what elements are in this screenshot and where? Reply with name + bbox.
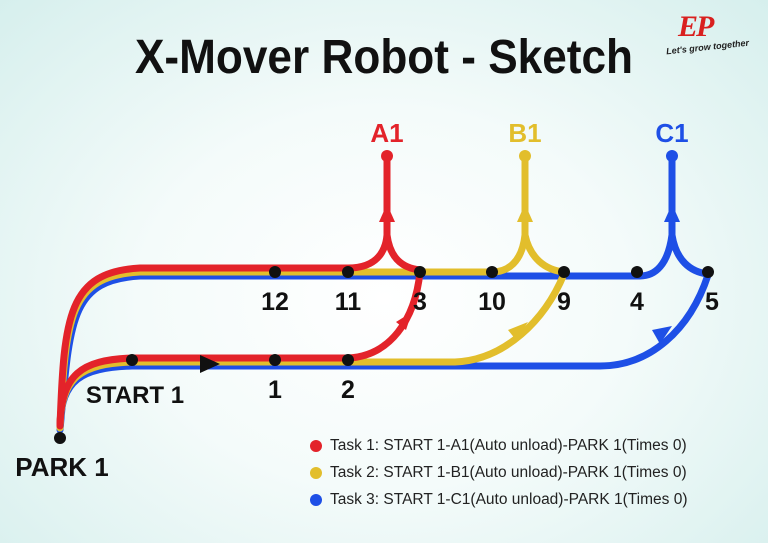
legend-text-task-1: Task 1: START 1-A1(Auto unload)-PARK 1(T… bbox=[330, 436, 687, 454]
legend-item-task-2: Task 2: START 1-B1(Auto unload)-PARK 1(T… bbox=[310, 459, 687, 486]
legend-dot-red bbox=[310, 439, 322, 452]
node-3-dot bbox=[414, 266, 426, 278]
arrow-c1-up bbox=[664, 204, 680, 222]
arrow-b1-up bbox=[517, 204, 533, 222]
yellow-branch-9 bbox=[521, 231, 568, 276]
node-4-dot bbox=[631, 266, 643, 278]
node-12-dot bbox=[269, 266, 281, 278]
node-3-label: 3 bbox=[413, 288, 427, 316]
node-5-label: 5 bbox=[705, 288, 719, 316]
blue-branch-5 bbox=[668, 231, 712, 278]
arrow-start-right bbox=[200, 355, 220, 373]
red-lower-path bbox=[56, 268, 424, 428]
node-10-dot bbox=[486, 266, 498, 278]
node-9-dot bbox=[558, 266, 570, 278]
node-5-dot bbox=[702, 266, 714, 278]
node-11-dot bbox=[342, 266, 354, 278]
arrow-a1-up bbox=[379, 204, 395, 222]
target-c1-label: C1 bbox=[655, 118, 688, 148]
node-1-label: 1 bbox=[268, 376, 282, 404]
target-a1-dot bbox=[381, 150, 393, 162]
red-branch-3 bbox=[383, 231, 424, 274]
node-start-dot bbox=[126, 354, 138, 366]
ep-logo: EP Let's grow together bbox=[660, 10, 760, 60]
node-4-label: 4 bbox=[630, 288, 644, 316]
task-legend: Task 1: START 1-A1(Auto unload)-PARK 1(T… bbox=[310, 432, 687, 513]
legend-item-task-3: Task 3: START 1-C1(Auto unload)-PARK 1(T… bbox=[310, 486, 687, 513]
direction-arrows bbox=[200, 204, 680, 373]
legend-item-task-1: Task 1: START 1-A1(Auto unload)-PARK 1(T… bbox=[310, 432, 687, 459]
start-label: START 1 bbox=[86, 382, 184, 409]
logo-mark: EP bbox=[678, 10, 714, 43]
legend-text-task-2: Task 2: START 1-B1(Auto unload)-PARK 1(T… bbox=[330, 463, 687, 481]
arrow-red-curve bbox=[396, 312, 412, 330]
node-1-dot bbox=[269, 354, 281, 366]
diagram-title: X-Mover Robot - Sketch bbox=[134, 31, 634, 84]
target-b1-label: B1 bbox=[508, 118, 541, 148]
legend-text-task-3: Task 3: START 1-C1(Auto unload)-PARK 1(T… bbox=[330, 490, 688, 508]
target-c1-dot bbox=[666, 150, 678, 162]
node-park-dot bbox=[54, 432, 66, 444]
red-upper-path bbox=[56, 156, 391, 430]
legend-dot-blue bbox=[310, 493, 322, 506]
legend-dot-yellow bbox=[310, 466, 322, 479]
node-2-label: 2 bbox=[341, 376, 355, 404]
node-10-label: 10 bbox=[478, 288, 506, 316]
node-dots bbox=[54, 266, 714, 444]
node-9-label: 9 bbox=[557, 288, 571, 316]
node-11-label: 11 bbox=[335, 288, 362, 316]
target-a1-label: A1 bbox=[370, 118, 403, 148]
node-12-label: 12 bbox=[261, 288, 289, 316]
park-label: PARK 1 bbox=[15, 452, 108, 482]
arrow-blue-curve bbox=[652, 326, 672, 344]
target-b1-dot bbox=[519, 150, 531, 162]
node-2-dot bbox=[342, 354, 354, 366]
arrow-yellow-curve bbox=[508, 322, 528, 340]
